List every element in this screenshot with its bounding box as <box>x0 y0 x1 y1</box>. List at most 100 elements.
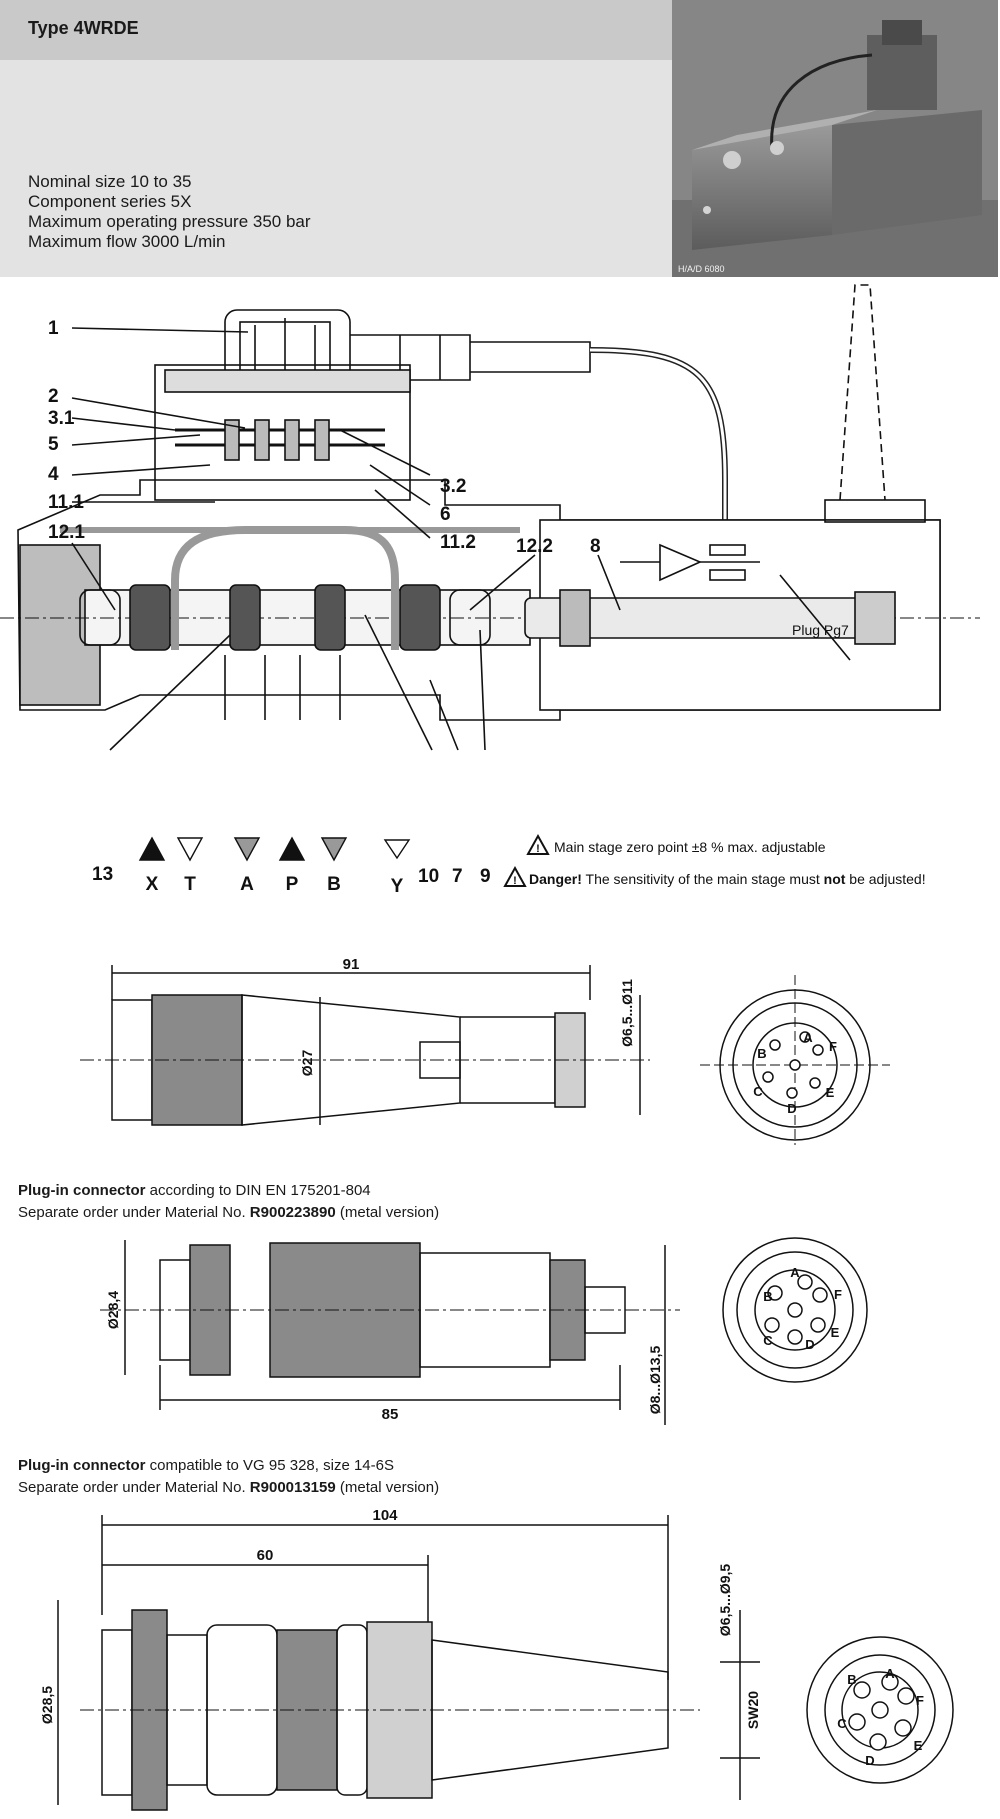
order-suffix: (metal version) <box>335 1479 440 1496</box>
port-symbol-grey <box>233 837 261 862</box>
spool-land <box>129 584 171 651</box>
callout-label: 13 <box>92 864 113 885</box>
connector-body <box>101 1629 133 1796</box>
spec-line: Component series 5X <box>28 192 192 211</box>
order-prefix: Separate order under Material No. <box>18 1204 250 1221</box>
title-bar: Type 4WRDE <box>0 0 672 60</box>
warning-icon <box>503 865 527 887</box>
plug-label: Plug Pg7 <box>792 622 849 638</box>
pin-label: F <box>829 1039 837 1054</box>
caption-bold: Plug-in connector <box>18 1182 146 1199</box>
pin-label: F <box>916 1693 924 1708</box>
connector-body <box>431 1639 669 1781</box>
callout-label: 6 <box>440 504 451 525</box>
valve-section-drawing: 1 2 3.1 5 4 11.1 12.1 3.2 6 11.2 12.2 8 … <box>0 284 980 897</box>
leader-line <box>71 327 249 333</box>
pin-label: E <box>914 1738 923 1753</box>
callout-label: 9 <box>480 866 491 887</box>
header: Type 4WRDE Nominal size 10 to 35 Compone… <box>0 0 1000 277</box>
port-symbol-filled <box>138 836 166 861</box>
danger-pre: The sensitivity of the main stage must <box>582 871 824 887</box>
callout-label: 1 <box>48 318 59 339</box>
plug-tower <box>839 284 886 501</box>
leader-line <box>71 542 116 611</box>
dimension-label: Ø28,4 <box>105 1291 121 1329</box>
order-prefix: Separate order under Material No. <box>18 1479 250 1496</box>
leader-line <box>369 464 431 506</box>
svg-text:!: ! <box>536 843 540 855</box>
danger-not: not <box>824 871 846 887</box>
leader-line <box>109 634 231 751</box>
callout-label: 8 <box>590 536 601 557</box>
port-symbol-open <box>383 839 411 860</box>
callout-label: 3.1 <box>48 408 75 429</box>
dimension-label: Ø6,5...Ø11 <box>619 979 635 1047</box>
danger-note: ! Danger! The sensitivity of the main st… <box>503 865 926 887</box>
spring-left <box>79 589 121 646</box>
callout-label: 4 <box>48 464 59 485</box>
leader-line <box>469 554 536 611</box>
leader-line <box>429 679 459 751</box>
dimension-label: SW20 <box>745 1691 761 1729</box>
callout-label: 11.2 <box>440 532 476 553</box>
pin-label: A <box>885 1666 895 1681</box>
port-label: P <box>286 874 299 895</box>
callout-label: 5 <box>48 434 59 455</box>
callout-label: 11.1 <box>48 492 84 513</box>
port-label: B <box>327 874 341 895</box>
pin-label: E <box>826 1085 835 1100</box>
spec-line: Nominal size 10 to 35 <box>28 172 192 191</box>
caption-line: Plug-in connector compatible to VG 95 32… <box>18 1455 439 1477</box>
header-panel: Type 4WRDE Nominal size 10 to 35 Compone… <box>0 0 672 277</box>
danger-strong: Danger! <box>529 871 582 887</box>
page-title: Type 4WRDE <box>28 18 139 38</box>
caption-text: according to DIN EN 175201-804 <box>145 1182 371 1199</box>
caption-connector-1: Plug-in connector according to DIN EN 17… <box>18 1180 439 1224</box>
pin-label: B <box>763 1289 772 1304</box>
photo-code: H/A/D 6080 <box>678 264 725 274</box>
callout-label: 12.1 <box>48 522 85 543</box>
port-symbol-grey <box>320 837 348 862</box>
spool-land <box>314 584 346 651</box>
callout-label: 12.2 <box>516 536 553 557</box>
callout-label: 10 <box>418 866 439 887</box>
pin-label: C <box>837 1716 847 1731</box>
dimension-label: 85 <box>382 1406 399 1423</box>
danger-text: Danger! The sensitivity of the main stag… <box>529 871 926 887</box>
dimension-label: Ø27 <box>299 1050 315 1077</box>
pin-label: D <box>805 1337 814 1352</box>
pin-label: A <box>790 1265 800 1280</box>
spec-line: Maximum flow 3000 L/min <box>28 232 226 251</box>
caption-bold: Plug-in connector <box>18 1457 146 1474</box>
pin-label: B <box>847 1672 856 1687</box>
connector-3-drawing: 104 60 Ø28,5 Ø6,5...Ø9,5 SW20 A B C D E … <box>39 1507 954 1811</box>
dimension-label: 60 <box>257 1547 274 1564</box>
dimension-label: Ø28,5 <box>39 1686 55 1724</box>
connector-2-drawing: Ø28,4 85 Ø8...Ø13,5 A B C D E F <box>100 1237 868 1425</box>
spring-right <box>449 589 491 646</box>
port-label: X <box>146 874 159 895</box>
caption-line: Plug-in connector according to DIN EN 17… <box>18 1180 439 1202</box>
pilot-valve-body <box>154 364 411 501</box>
spool-land <box>229 584 261 651</box>
port-symbol-open <box>176 837 204 862</box>
connector-face <box>722 1237 868 1383</box>
caption-line: Separate order under Material No. R90022… <box>18 1202 439 1224</box>
leader-line <box>71 464 211 476</box>
leader-line <box>71 417 176 431</box>
zero-point-note: ! Main stage zero point ±8 % max. adjust… <box>526 833 826 855</box>
leader-line <box>71 434 201 446</box>
caption-line: Separate order under Material No. R90001… <box>18 1477 439 1499</box>
pin-label: C <box>753 1084 763 1099</box>
product-photo: H/A/D 6080 <box>672 0 998 277</box>
plug-housing <box>824 499 926 523</box>
callout-label: 3.2 <box>440 476 466 497</box>
leader-line <box>339 429 431 476</box>
material-number: R900223890 <box>249 1204 336 1221</box>
pin-label: E <box>831 1325 840 1340</box>
warning-icon <box>526 833 550 855</box>
connector-1-drawing: 91 Ø27 Ø6,5...Ø11 A B C D E F <box>80 956 890 1145</box>
cable <box>589 347 728 530</box>
svg-text:!: ! <box>513 875 517 887</box>
leader-line <box>597 554 621 611</box>
